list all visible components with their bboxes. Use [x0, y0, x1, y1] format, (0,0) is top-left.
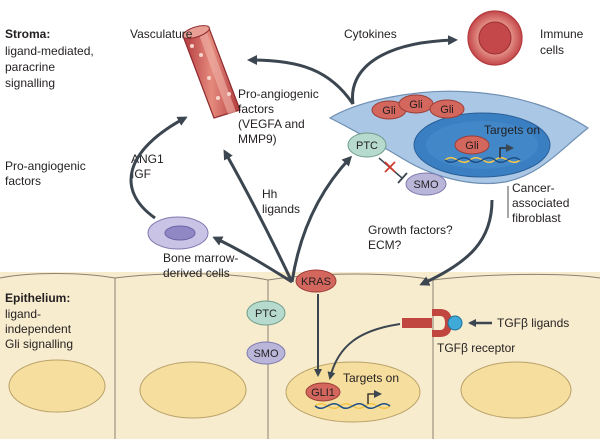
epithelium-line-2: independent [5, 322, 72, 336]
immune-label-2: cells [540, 43, 564, 57]
stroma-line-1: ligand-mediated, [5, 44, 94, 58]
svg-text:Gli: Gli [382, 105, 395, 117]
cell-membrane [0, 273, 116, 279]
bone-marrow-derived-cell [147, 216, 209, 250]
gli-nuclear-molecule: Gli [454, 135, 490, 155]
fibroblast-to-vessel-arrow [247, 55, 355, 105]
smo-receptor-epithelium: SMO [246, 341, 286, 365]
gli-molecule: Gli [429, 99, 465, 119]
growth-factors-label-1: Growth factors? [368, 223, 453, 237]
immune-cell [467, 10, 523, 66]
fibroblast-to-epithelium-arrow [419, 199, 494, 286]
tgfb-ligand [447, 315, 463, 331]
pro-angiogenic-label-2: factors [238, 102, 274, 116]
caf-label-2: associated [512, 196, 569, 210]
hh-to-bone-marrow-arrow [212, 236, 293, 284]
svg-text:SMO: SMO [413, 179, 439, 191]
blood-vessel [182, 25, 241, 119]
kras-molecule: KRAS [295, 269, 337, 293]
immune-label-1: Immune [540, 27, 584, 41]
epithelium-layer [0, 272, 600, 439]
tgfb-to-gli1-arrow [327, 323, 401, 380]
stroma-line-3: signalling [5, 76, 55, 90]
cell-membrane [432, 273, 600, 281]
growth-factors-label-2: ECM? [368, 238, 402, 252]
targets-on-stroma-label: Targets on [484, 123, 540, 137]
caf-label-1: Cancer- [512, 181, 555, 195]
bone-marrow-label-2: derived cells [163, 266, 230, 280]
svg-text:Gli: Gli [409, 99, 422, 111]
epithelial-nucleus [8, 359, 106, 413]
signal-arrows [129, 35, 494, 286]
tgfb-ligands-label: TGFβ ligands [497, 316, 569, 330]
ptc-receptor-epithelium: PTC [246, 300, 286, 326]
epithelium-line-1: ligand- [5, 307, 41, 321]
gli1-molecule: GLI1 [305, 382, 341, 402]
cell-membrane [114, 273, 269, 281]
hh-ligands-label-1: Hh [262, 187, 277, 201]
bone-marrow-label-1: Bone marrow- [163, 251, 238, 265]
igf-label: IGF [131, 167, 151, 181]
tgfb-receptor [402, 309, 452, 337]
epithelial-nucleus [460, 361, 572, 419]
ptc-receptor-stroma: PTC [347, 132, 387, 158]
gli-molecule: Gli [371, 100, 407, 120]
stroma-line-2: paracrine [5, 60, 55, 74]
svg-text:PTC: PTC [255, 308, 277, 320]
cytokines-arrow [351, 35, 458, 105]
vasculature-label: Vasculature [130, 27, 193, 41]
svg-text:Gli: Gli [465, 140, 478, 152]
smo-receptor-stroma: SMO [405, 172, 447, 196]
stroma-title: Stroma: [5, 27, 50, 41]
svg-text:Gli: Gli [440, 104, 453, 116]
gli-molecule: Gli [398, 94, 434, 114]
epithelium-line-3: Gli signalling [5, 337, 73, 351]
cytokines-label: Cytokines [344, 27, 397, 41]
caf-label-3: fibroblast [512, 211, 561, 225]
transcription-arrow-epithelium [367, 390, 382, 404]
hh-ligands-label-2: ligands [262, 202, 300, 216]
epithelial-nucleus [285, 361, 421, 423]
hh-to-vessel-arrow [223, 149, 294, 283]
pro-angiogenic-label-1: Pro-angiogenic [238, 87, 319, 101]
transcription-arrow [499, 144, 514, 158]
epithelium-title: Epithelium: [5, 291, 70, 305]
tgfb-receptor-label: TGFβ receptor [437, 341, 515, 355]
svg-text:KRAS: KRAS [301, 276, 331, 288]
epithelial-nucleus [139, 361, 247, 419]
pro-angiogenic-label-4: MMP9) [238, 132, 277, 146]
bone-marrow-to-vessel-arrow [129, 116, 188, 220]
inhibition-bar [397, 172, 408, 184]
left-pro-angiogenic-label-1: Pro-angiogenic [5, 159, 86, 173]
pro-angiogenic-label-3: (VEGFA and [238, 117, 305, 131]
svg-text:PTC: PTC [356, 140, 378, 152]
cross-mark [384, 161, 396, 173]
svg-text:GLI1: GLI1 [311, 387, 335, 399]
targets-on-epithelium-label: Targets on [343, 371, 399, 385]
svg-text:SMO: SMO [253, 348, 279, 360]
hh-to-ptc-arrow [290, 155, 353, 283]
left-pro-angiogenic-label-2: factors [5, 174, 41, 188]
